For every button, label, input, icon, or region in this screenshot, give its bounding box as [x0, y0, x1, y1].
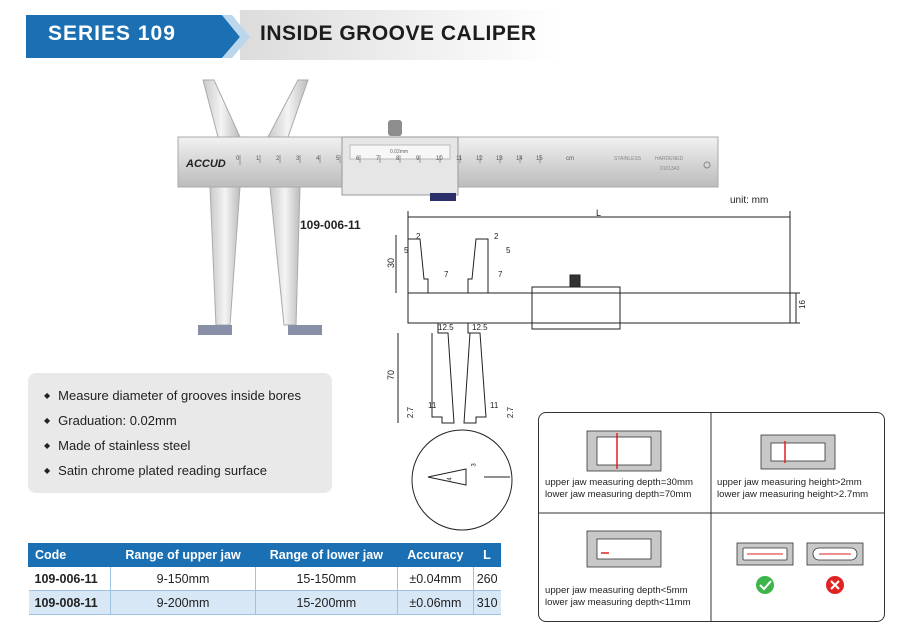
scale-number: 8 — [396, 156, 400, 162]
bore-diagram — [760, 434, 836, 470]
model-label: 109-006-11 — [300, 218, 361, 232]
scale-number: 3 — [296, 156, 300, 162]
caliper-photo — [177, 79, 719, 335]
usage-caption: lower jaw measuring depth=70mm — [545, 489, 692, 500]
dim-11-right: 11 — [490, 401, 499, 410]
dim-3: 3 — [471, 463, 478, 467]
dim-L: L — [596, 208, 602, 218]
usage-panel: upper jaw measuring depth=30mm lower jaw… — [538, 412, 885, 622]
dim-7-upper-right: 7 — [498, 270, 503, 279]
scale-number: 13 — [496, 156, 503, 162]
dim-4: 4 — [447, 477, 454, 481]
cell-lower-jaw: 15-150mm — [254, 566, 398, 591]
feature-item: Measure diameter of grooves inside bores — [44, 383, 332, 408]
scale-number: 5 — [336, 156, 340, 162]
dim-11-left: 11 — [428, 401, 437, 410]
bore-diagram — [736, 542, 864, 566]
series-label: SERIES 109 — [48, 22, 176, 45]
col-header-lower-jaw: Range of lower jaw — [254, 543, 398, 567]
scale-number: 4 — [316, 156, 320, 162]
caliper-scale: 0 1 2 3 4 5 6 7 8 9 10 11 12 13 14 15 cm — [236, 156, 576, 166]
cell-length: 260 — [472, 566, 501, 591]
unit-label: unit: mm — [730, 195, 769, 206]
usage-caption: lower jaw measuring height>2.7mm — [717, 489, 869, 500]
scale-number: 2 — [276, 156, 280, 162]
technical-drawing — [395, 211, 800, 531]
series-tab-shape — [26, 15, 240, 58]
header-banner — [26, 10, 560, 60]
cell-accuracy: ±0.04mm — [396, 566, 474, 591]
col-header-accuracy: Accuracy — [396, 543, 474, 567]
usage-caption: upper jaw measuring height>2mm — [717, 477, 862, 488]
table-header-row: Code Range of upper jaw Range of lower j… — [27, 543, 502, 567]
cell-code: 109-006-11 — [28, 566, 111, 591]
bore-diagram — [586, 430, 662, 472]
usage-caption: upper jaw measuring depth=30mm — [545, 477, 693, 488]
cell-lower-jaw: 15-200mm — [254, 590, 398, 615]
cell-code: 109-008-11 — [28, 590, 111, 615]
dim-12-5-right: 12.5 — [472, 323, 488, 332]
dim-7-upper-left: 7 — [444, 270, 449, 279]
col-header-code: Code — [27, 543, 112, 567]
scale-number: 14 — [516, 156, 523, 162]
dim-2-7-right: 2.7 — [506, 406, 516, 419]
scale-number: 9 — [416, 156, 420, 162]
col-header-length: L — [472, 543, 502, 567]
scale-number: 0 — [236, 156, 240, 162]
feature-item: Satin chrome plated reading surface — [44, 458, 332, 483]
usage-caption: lower jaw measuring depth<11mm — [545, 597, 691, 608]
cell-length: 310 — [472, 590, 501, 615]
table-row: 109-008-11 9-200mm 15-200mm ±0.06mm 310 — [28, 590, 501, 615]
feature-item: Made of stainless steel — [44, 433, 332, 458]
table-row: 109-006-11 9-150mm 15-150mm ±0.04mm 260 — [28, 566, 501, 591]
scale-number: 11 — [456, 156, 463, 162]
scale-number: 15 — [536, 156, 543, 162]
cell-accuracy: ±0.06mm — [396, 590, 474, 615]
scale-number: 1 — [256, 156, 260, 162]
dim-2-upper-right: 2 — [494, 232, 499, 241]
dim-5-upper-right: 5 — [506, 246, 511, 255]
usage-caption: upper jaw measuring depth<5mm — [545, 585, 688, 596]
spec-table: Code Range of upper jaw Range of lower j… — [27, 543, 502, 615]
bore-diagram — [586, 530, 662, 568]
scale-number: 6 — [356, 156, 360, 162]
steel-label: STAINLESS — [614, 156, 642, 162]
hardened-label: HARDENED — [655, 156, 684, 162]
dim-30: 30 — [386, 257, 397, 269]
page-title: INSIDE GROOVE CALIPER — [260, 22, 537, 45]
caliper-brand: ACCUD — [186, 158, 226, 170]
cell-upper-jaw: 9-150mm — [110, 566, 256, 591]
dim-2-upper-left: 2 — [416, 232, 421, 241]
dim-2-7-left: 2.7 — [406, 406, 416, 419]
scale-number: 12 — [476, 156, 483, 162]
scale-unit: cm — [566, 156, 574, 162]
dim-70: 70 — [386, 369, 397, 381]
col-header-upper-jaw: Range of upper jaw — [110, 543, 256, 567]
feature-item: Graduation: 0.02mm — [44, 408, 332, 433]
dim-12-5-left: 12.5 — [438, 323, 454, 332]
serial-label: 0101343 — [660, 166, 680, 172]
usage-grid-lines — [539, 413, 884, 621]
vernier-label: 0.02mm — [390, 149, 409, 155]
features-panel: Measure diameter of grooves inside bores… — [28, 373, 332, 493]
cell-upper-jaw: 9-200mm — [110, 590, 256, 615]
dim-5-upper-left: 5 — [404, 246, 409, 255]
dim-16: 16 — [797, 300, 807, 309]
ok-check-icon — [756, 576, 774, 594]
scale-number: 7 — [376, 156, 380, 162]
scale-number: 10 — [436, 156, 443, 162]
